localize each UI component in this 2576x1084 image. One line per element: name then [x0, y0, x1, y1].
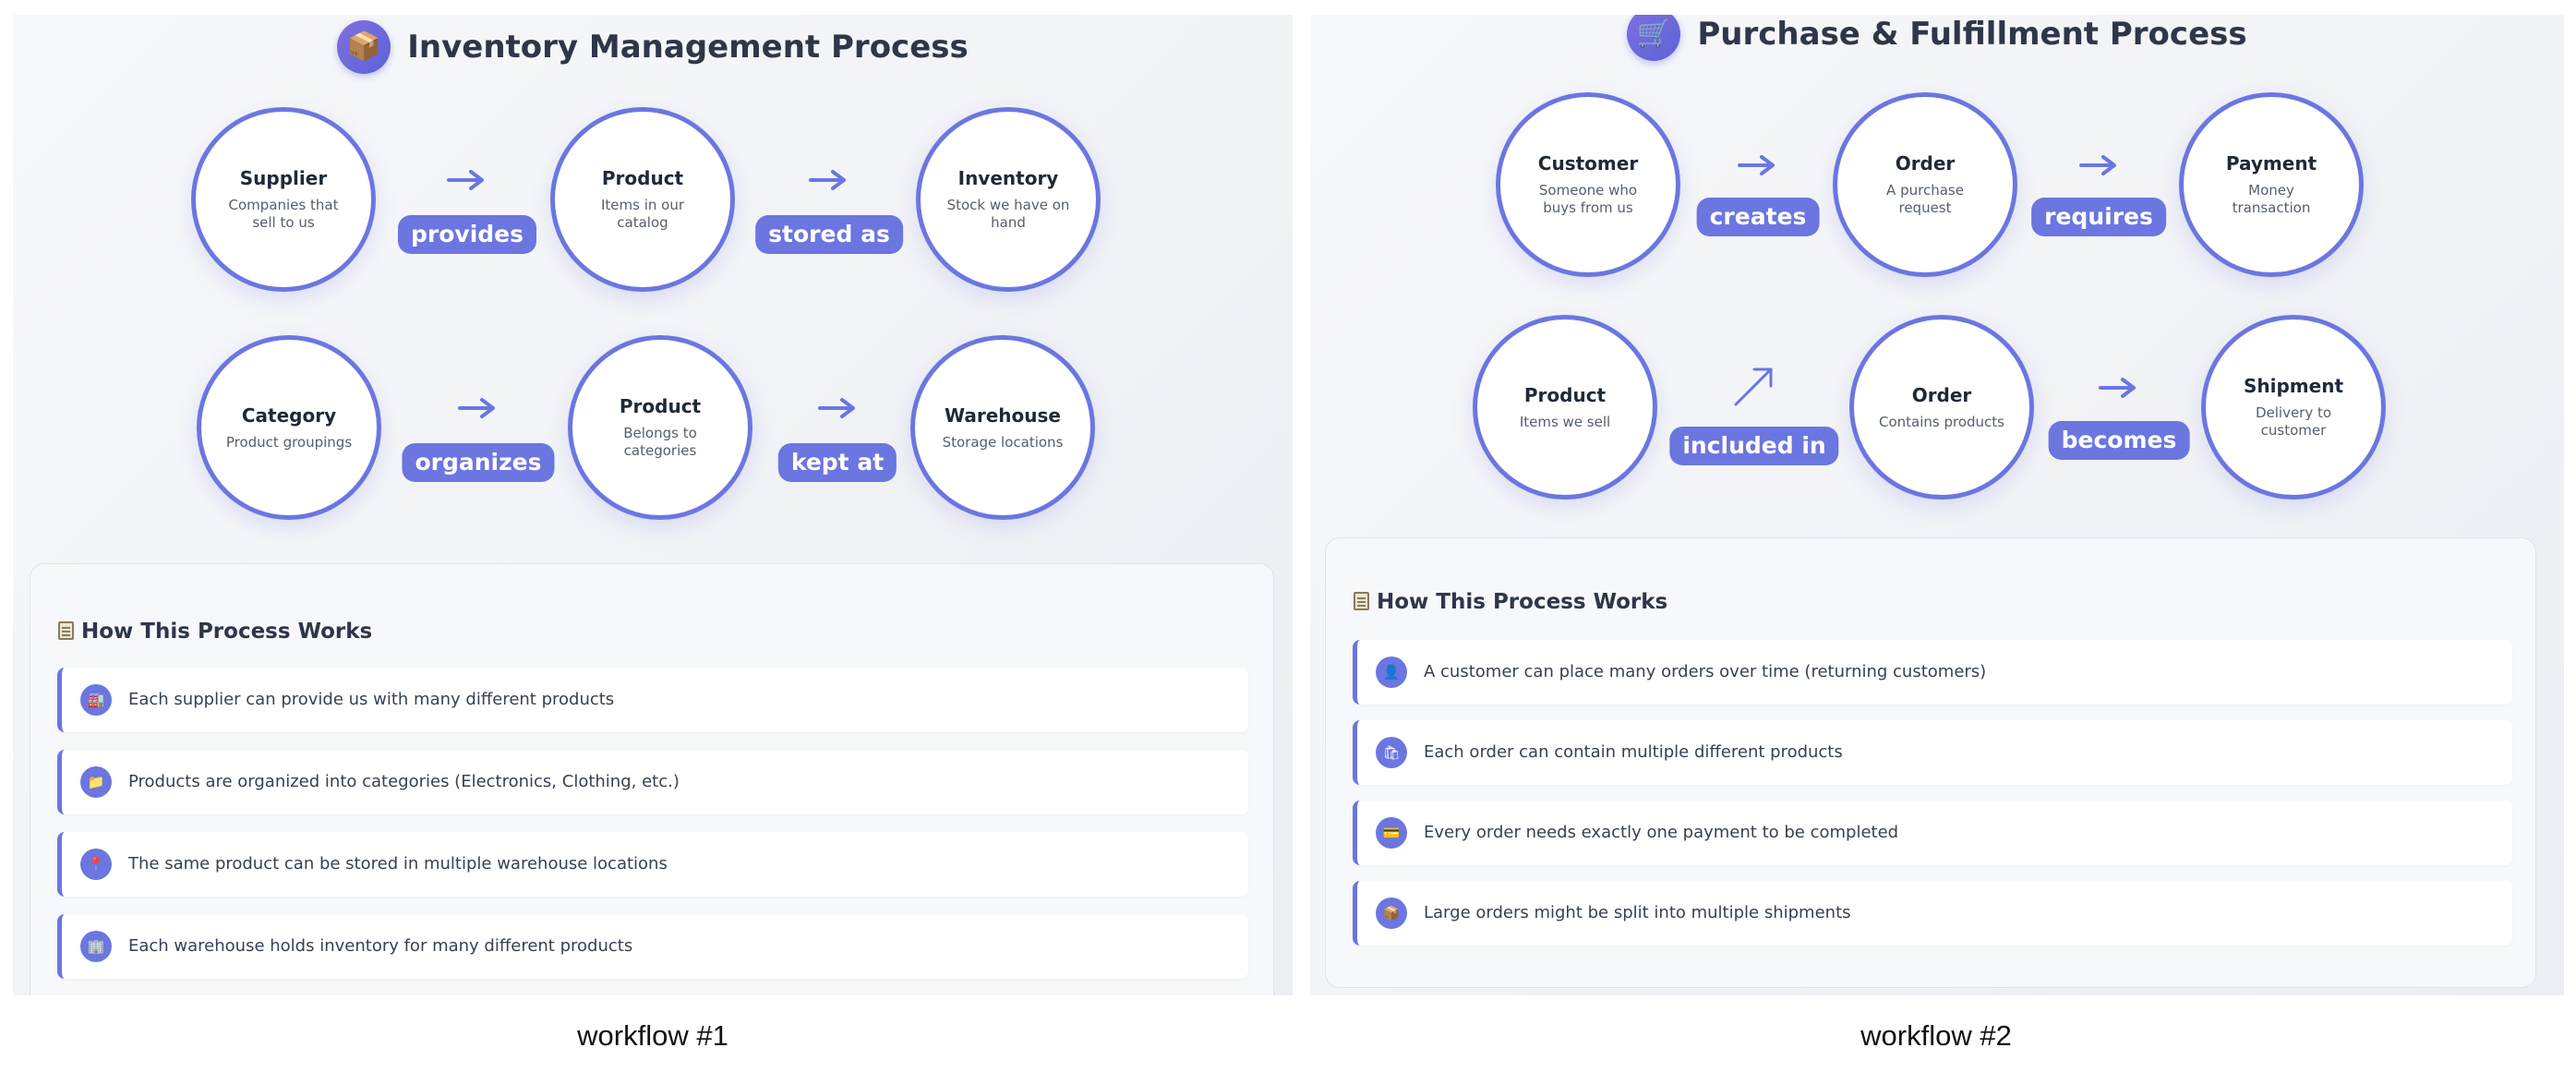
node-supplier: Supplier Companies that sell to us	[191, 107, 376, 292]
card-title: How This Process Works	[1354, 590, 1667, 614]
relation-becomes: becomes	[2048, 421, 2190, 460]
arrow-right-icon	[1738, 155, 1775, 175]
clipboard-icon	[1354, 591, 1369, 610]
person-icon: 👤	[1376, 656, 1407, 688]
arrow-right-icon	[458, 398, 495, 418]
relation-included-in: included in	[1669, 427, 1839, 465]
workflow-1-title: 📦Inventory Management Process	[13, 20, 1293, 74]
node-category: Category Product groupings	[197, 335, 381, 520]
list-item: 🏭 Each supplier can provide us with many…	[57, 668, 1248, 732]
arrow-right-icon	[809, 170, 846, 190]
box-icon: 📦	[1376, 897, 1407, 929]
caption-workflow-1: workflow #1	[577, 1019, 728, 1052]
package-icon: 📦	[337, 20, 391, 74]
pin-icon: 📍	[80, 849, 112, 880]
node-product-2: Product Belongs to categories	[568, 335, 752, 520]
caption-workflow-2: workflow #2	[1860, 1019, 2012, 1052]
arrow-right-icon	[818, 398, 855, 418]
node-order: Order A purchase request	[1833, 92, 2017, 277]
node-payment: Payment Money transaction	[2179, 92, 2364, 277]
process-explanation-card: How This Process Works 🏭 Each supplier c…	[30, 563, 1274, 995]
relation-provides: provides	[398, 215, 536, 254]
list-item: 🛍 Each order can contain multiple differ…	[1353, 720, 2512, 785]
folder-icon: 📁	[80, 766, 112, 798]
relation-creates: creates	[1696, 198, 1820, 236]
relation-organizes: organizes	[402, 443, 555, 482]
workflow-2-panel: 🛒Purchase & Fulfillment Process Customer…	[1310, 15, 2564, 995]
workflow-2-title: 🛒Purchase & Fulfillment Process	[1310, 15, 2564, 61]
list-item: 📍 The same product can be stored in mult…	[57, 832, 1248, 897]
list-item: 📦 Large orders might be split into multi…	[1353, 881, 2512, 945]
shopping-bag-icon: 🛍	[1376, 737, 1407, 768]
arrow-right-icon	[2079, 155, 2116, 175]
arrow-right-icon	[2099, 378, 2136, 398]
relation-requires: requires	[2031, 198, 2166, 236]
workflow-1-panel: 📦Inventory Management Process Supplier C…	[13, 15, 1293, 995]
process-explanation-card: How This Process Works 👤 A customer can …	[1325, 537, 2536, 988]
arrow-up-right-icon	[1734, 367, 1773, 406]
node-product: Product Items we sell	[1473, 315, 1657, 500]
node-product: Product Items in our catalog	[550, 107, 735, 292]
list-item: 💳 Every order needs exactly one payment …	[1353, 801, 2512, 865]
clipboard-icon	[58, 620, 74, 640]
credit-card-icon: 💳	[1376, 817, 1407, 849]
card-title: How This Process Works	[58, 620, 372, 644]
list-item: 📁 Products are organized into categories…	[57, 750, 1248, 814]
node-customer: Customer Someone who buys from us	[1496, 92, 1680, 277]
list-item: 🏢 Each warehouse holds inventory for man…	[57, 914, 1248, 979]
node-inventory: Inventory Stock we have on hand	[916, 107, 1101, 292]
relation-stored-as: stored as	[755, 215, 903, 254]
cart-icon: 🛒	[1627, 15, 1681, 61]
list-item: 👤 A customer can place many orders over …	[1353, 640, 2512, 705]
node-warehouse: Warehouse Storage locations	[910, 335, 1095, 520]
arrow-right-icon	[447, 170, 484, 190]
factory-icon: 🏭	[80, 684, 112, 716]
building-icon: 🏢	[80, 931, 112, 962]
relation-kept-at: kept at	[777, 443, 897, 482]
node-order-2: Order Contains products	[1849, 315, 2034, 500]
node-shipment: Shipment Delivery to customer	[2201, 315, 2386, 500]
